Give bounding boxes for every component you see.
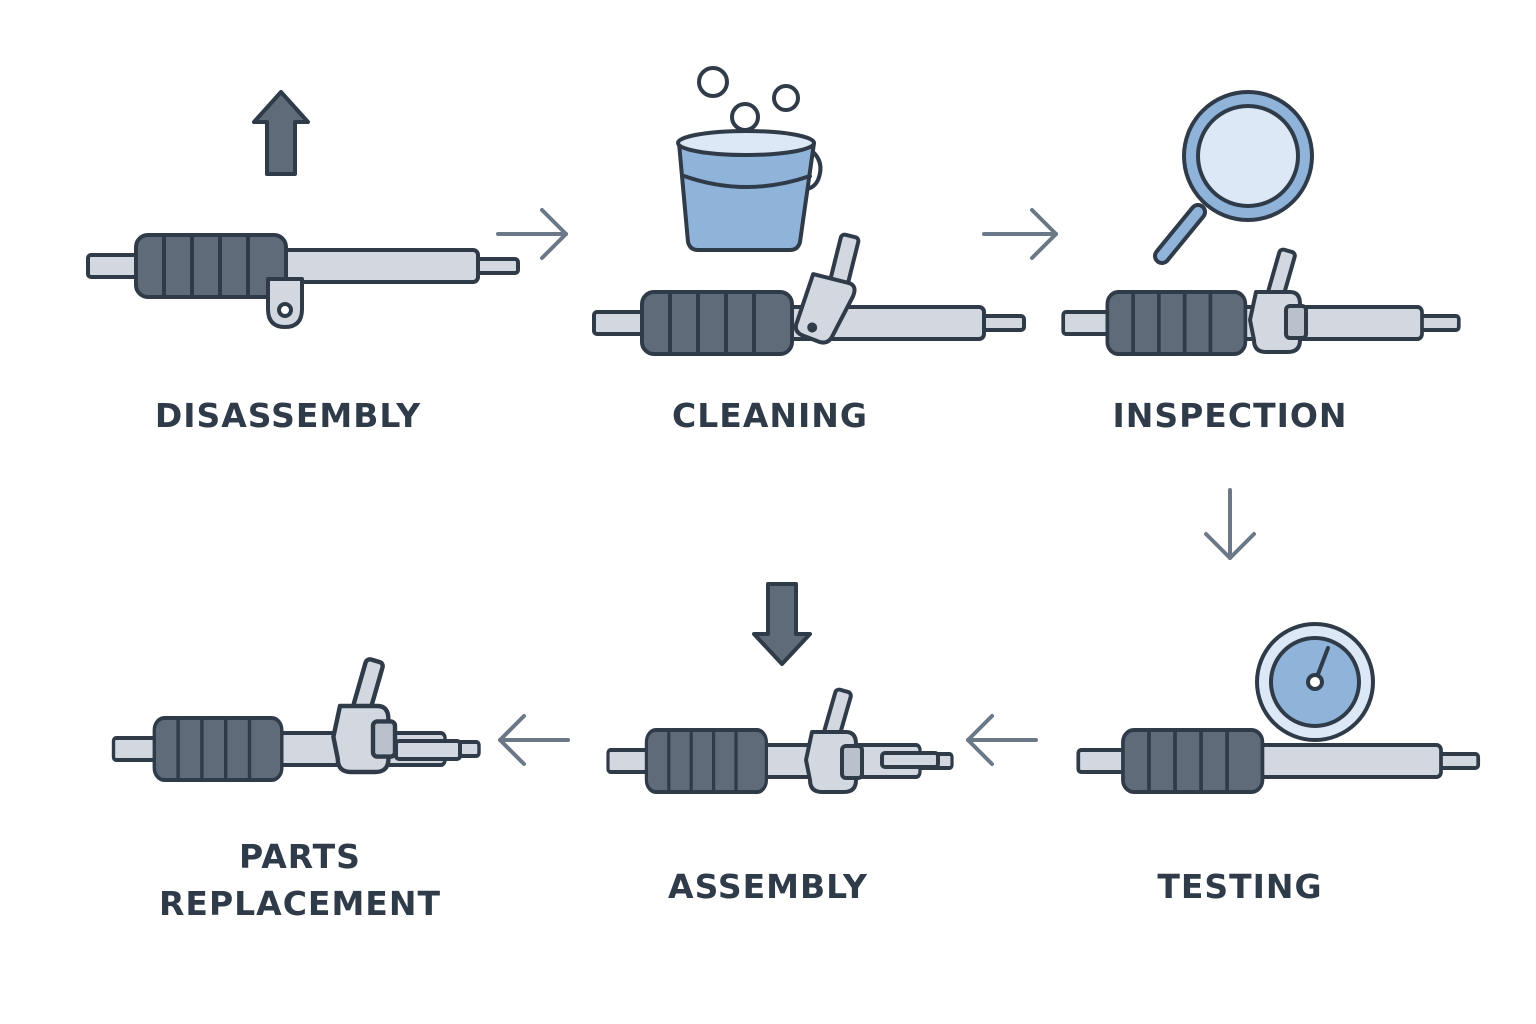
pressure-gauge-icon — [1255, 622, 1375, 742]
arrow-down-icon — [1204, 488, 1256, 560]
arrow-right-icon — [982, 208, 1058, 260]
step-assembly: ASSEMBLY — [606, 582, 954, 906]
step-label-parts: PARTS — [239, 837, 361, 876]
steering-rack-icon — [1061, 246, 1461, 356]
down-arrow-icon — [752, 582, 812, 666]
magnifier-icon — [1153, 90, 1314, 265]
arrow-right-icon — [496, 208, 568, 260]
bucket-with-bubbles-icon — [676, 66, 823, 252]
step-label-cleaning: CLEANING — [672, 396, 868, 435]
step-disassembly: DISASSEMBLY — [86, 90, 520, 435]
step-parts-replacement: PARTS REPLACEMENT — [111, 658, 481, 923]
step-inspection: INSPECTION — [1061, 90, 1461, 435]
step-label-disassembly: DISASSEMBLY — [155, 396, 421, 435]
steering-rack-icon — [606, 686, 954, 794]
step-label-inspection: INSPECTION — [1112, 396, 1347, 435]
arrow-left-icon — [498, 714, 570, 766]
steering-rack-icon — [86, 233, 520, 329]
steering-rack-icon — [111, 658, 481, 782]
step-label-testing: TESTING — [1157, 867, 1322, 906]
steering-rack-icon — [592, 232, 1026, 356]
steering-rack-icon — [1076, 728, 1481, 794]
up-arrow-icon — [252, 90, 310, 176]
step-label-replacement: REPLACEMENT — [159, 884, 441, 923]
step-testing: TESTING — [1076, 622, 1481, 906]
step-cleaning: CLEANING — [592, 66, 1026, 435]
arrow-left-icon — [966, 714, 1038, 766]
step-label-assembly: ASSEMBLY — [668, 867, 868, 906]
